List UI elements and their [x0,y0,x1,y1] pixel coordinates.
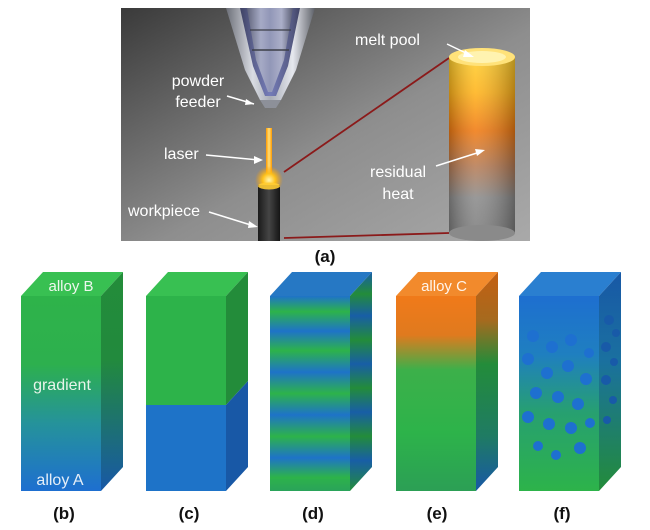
panel-a: powder feeder laser workpiece melt pool … [121,8,530,266]
label-melt-pool: melt pool [355,32,420,49]
label-alloy-b: alloy B [48,278,93,295]
melt-pool-cylinder [449,48,515,241]
workpiece-rod [258,185,280,241]
block-c-side-blue [226,381,248,491]
block-b-top [21,272,123,296]
label-gradient: gradient [33,377,91,394]
block-e-front [396,296,476,491]
caption-f: (f) [554,504,571,523]
block-c-side-green [226,272,248,405]
panel-c: (c) [146,272,248,523]
arrow-laser [205,154,260,161]
zoom-line-bottom [283,232,450,239]
arrow-residual-heat [435,151,481,167]
side-particles [601,315,620,424]
caption-e: (e) [427,504,448,523]
panel-b: alloy B gradient alloy A (b) [21,272,123,523]
zoom-line-top [283,57,450,173]
block-c-front-green [146,296,226,405]
block-b-front [21,296,101,491]
panel-e: alloy C (e) [396,272,498,523]
block-d-side [350,272,372,491]
powder-feeder-nozzle [226,8,315,108]
caption-b: (b) [53,504,75,523]
block-f-top [519,272,621,296]
label-residual: residual [370,164,426,181]
label-alloy-a: alloy A [36,472,83,489]
label-heat: heat [382,186,414,203]
block-d-front [270,296,350,491]
block-c-top [146,272,248,296]
laser-beam [266,128,272,174]
label-powder: powder [172,73,225,90]
label-laser: laser [164,146,199,163]
block-e-top [396,272,498,296]
caption-c: (c) [179,504,200,523]
arrow-workpiece [208,211,255,227]
block-b-side [101,272,123,491]
block-c-front-blue [146,405,226,491]
panel-d: (d) [270,272,372,523]
blue-particles [522,330,595,460]
label-workpiece: workpiece [127,203,200,220]
caption-a: (a) [315,247,336,266]
block-e-side [476,272,498,491]
caption-d: (d) [302,504,324,523]
label-alloy-c: alloy C [421,278,467,295]
label-feeder: feeder [175,94,221,111]
block-d-top [270,272,372,296]
panel-f: (f) [519,272,621,523]
